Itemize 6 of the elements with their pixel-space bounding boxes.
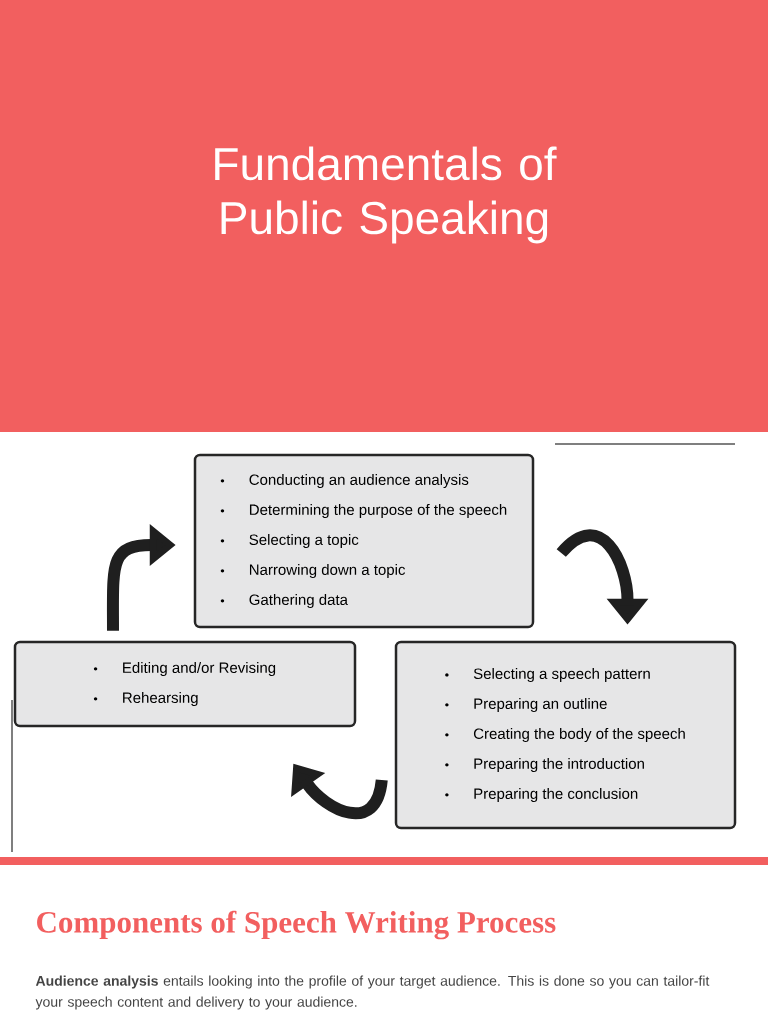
section-heading: Components of Speech Writing Process (37, 910, 556, 940)
title-banner: Fundamentals of Public Speaking (0, 0, 768, 432)
process-box: Selecting a speech pattern Preparing an outline Creating the body of the speech Preparing the introduction Preparing the conclusion (394, 640, 737, 830)
process-box: Conducting an audience analysis Determining the purpose of the speech Selecting a topic Narrowing down a topic Gathering data (193, 453, 535, 629)
paragraph: Audience analysis entails looking into the profile of your target audience. This is done so you can tailor-fit your speech content and delivery to your audience. (35, 975, 710, 1010)
process-box: Editing and/or Revising Rehearsing (13, 640, 357, 728)
